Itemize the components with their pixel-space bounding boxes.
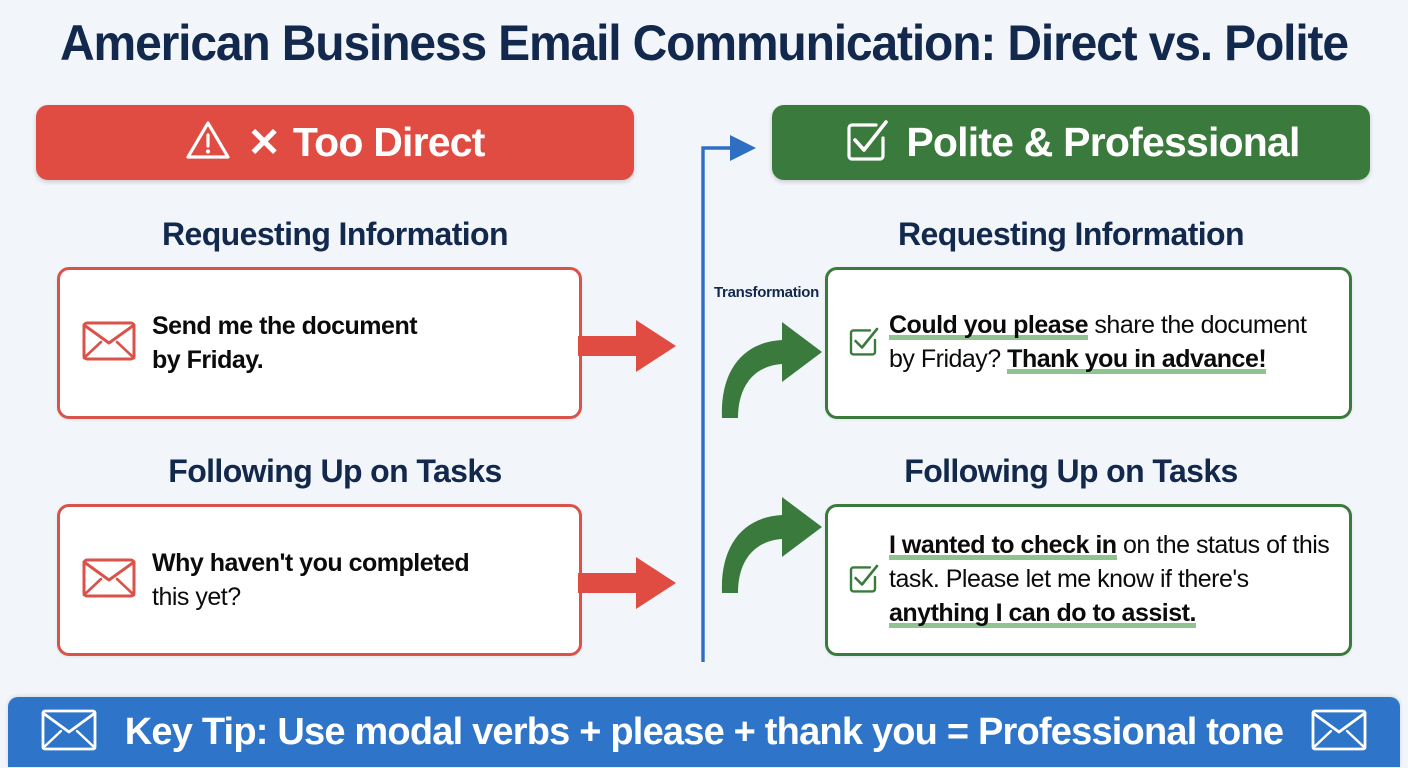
banner-polite-label: Polite & Professional [906, 119, 1300, 165]
card-text: Could you please share the document by F… [889, 308, 1335, 376]
card-text: Why haven't you completed this yet? [152, 546, 470, 614]
card-highlight-phrase: Thank you in advance! [1007, 345, 1267, 375]
check-box-icon [846, 561, 880, 600]
card-plain-phrase: share the document by Friday? [889, 311, 1307, 373]
key-tip-prefix: Key Tip: [124, 710, 269, 753]
section-heading-requesting-left: Requesting Information [162, 216, 509, 252]
card-text: Send me the document by Friday. [152, 309, 418, 377]
arrow-curved-green-icon [716, 320, 826, 425]
card-too-direct-requesting: Send me the document by Friday. [57, 267, 582, 419]
banner-too-direct-label: Too Direct [292, 119, 486, 165]
banner-too-direct: ✕ Too Direct [36, 105, 634, 180]
envelope-icon [82, 321, 136, 366]
x-mark-icon: ✕ [247, 120, 281, 165]
page-title: American Business Email Communication: D… [60, 15, 1349, 71]
section-heading-following-right: Following Up on Tasks [904, 453, 1238, 489]
transformation-connector [686, 122, 766, 667]
envelope-icon [1311, 709, 1367, 756]
card-highlight-phrase: anything I can do to assist. [889, 599, 1196, 629]
card-text: I wanted to check in on the status of th… [889, 528, 1335, 630]
card-text-rest: by Friday. [152, 346, 264, 374]
card-polite-requesting: Could you please share the document by F… [825, 267, 1352, 419]
warning-triangle-icon [185, 119, 231, 166]
banner-polite-professional: Polite & Professional [772, 105, 1370, 180]
check-box-icon [846, 324, 880, 363]
card-too-direct-following: Why haven't you completed this yet? [57, 504, 582, 656]
arrow-curved-green-icon [716, 495, 826, 600]
card-highlight-phrase: Could you please [889, 311, 1088, 341]
card-text-bold: Send me the document [152, 312, 418, 340]
arrow-right-red-icon [578, 318, 678, 379]
arrow-right-red-icon [578, 555, 678, 616]
key-tip-banner: Key Tip: Use modal verbs + please + than… [8, 697, 1400, 767]
card-plain-phrase: on the status of this task. Please let m… [889, 531, 1330, 593]
card-text-bold: Why haven't you completed [152, 549, 470, 577]
envelope-icon [82, 558, 136, 603]
key-tip-body: Use modal verbs + please + thank you = P… [277, 710, 1284, 753]
card-text-rest: this yet? [152, 583, 241, 611]
key-tip-text: Key Tip: Use modal verbs + please + than… [124, 710, 1284, 754]
envelope-icon [41, 709, 97, 756]
card-highlight-phrase: I wanted to check in [889, 531, 1117, 561]
check-box-icon [842, 116, 890, 169]
section-heading-requesting-right: Requesting Information [898, 216, 1245, 252]
transformation-label: Transformation [714, 284, 819, 301]
card-polite-following: I wanted to check in on the status of th… [825, 504, 1352, 656]
section-heading-following-left: Following Up on Tasks [168, 453, 502, 489]
